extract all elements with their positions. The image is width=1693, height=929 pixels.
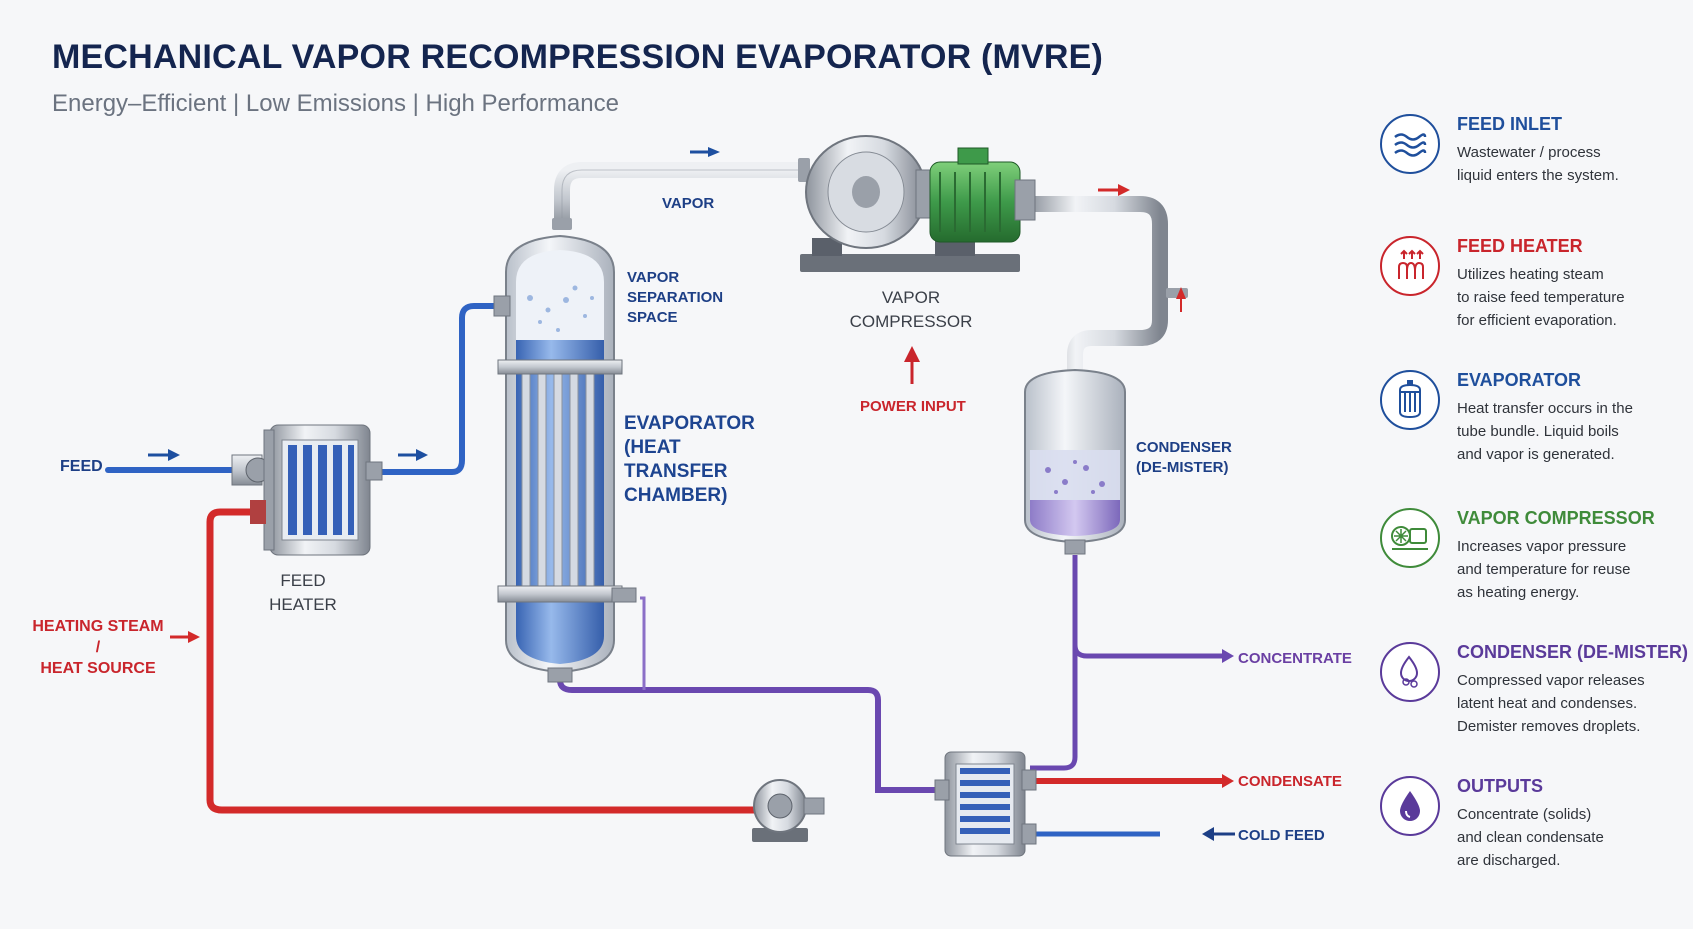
legend-title: EVAPORATOR <box>1457 370 1582 390</box>
power-input-label: POWER INPUT <box>860 398 966 415</box>
condenser-drain-pipe <box>1030 555 1078 771</box>
vapor-bubbles <box>527 285 594 332</box>
legend-title: FEED HEATER <box>1457 236 1583 256</box>
concentrate-arrow <box>1222 649 1234 663</box>
evaporator-side-line <box>640 596 646 690</box>
compressed-vapor-up-arrow <box>1176 287 1186 299</box>
page-title: MECHANICAL VAPOR RECOMPRESSION EVAPORATO… <box>52 38 1104 76</box>
feed-heater-label: FEED HEATER <box>269 571 337 614</box>
legend-title: FEED INLET <box>1457 114 1563 134</box>
heated-feed-pipe <box>372 303 500 475</box>
heating-steam-pipe <box>206 508 760 814</box>
evaporator-label: EVAPORATOR (HEAT TRANSFER CHAMBER) <box>624 413 755 506</box>
compressed-vapor-pipe <box>1030 196 1168 375</box>
vapor-arrow <box>708 147 720 157</box>
droplet-icon <box>1380 776 1440 836</box>
heater-icon <box>1380 236 1440 296</box>
legend-title: VAPOR COMPRESSOR <box>1457 508 1655 528</box>
condenser-droplets <box>1045 460 1105 494</box>
legend-desc: Increases vapor pressure and temperature… <box>1457 538 1631 601</box>
heat-exchanger <box>934 751 1037 857</box>
droplets-icon <box>1380 642 1440 702</box>
legend-title: OUTPUTS <box>1457 776 1544 796</box>
vapor-flange <box>798 158 810 182</box>
vapor-compressor <box>800 135 1036 272</box>
waves-icon <box>1380 114 1440 174</box>
condenser-vessel <box>1024 368 1126 555</box>
legend-desc: Heat transfer occurs in the tube bundle.… <box>1457 400 1633 463</box>
evaporator-vessel <box>493 234 637 683</box>
heating-steam-arrow <box>188 631 200 643</box>
evaporator-icon <box>1380 370 1440 430</box>
vapor-compressor-label: VAPOR COMPRESSOR <box>849 288 973 331</box>
heating-steam-label: HEATING STEAM / HEAT SOURCE <box>32 618 164 677</box>
concentrate-label: CONCENTRATE <box>1238 650 1352 667</box>
condenser-label: CONDENSER (DE-MISTER) <box>1136 439 1232 476</box>
feed-label: FEED <box>60 458 103 475</box>
condensate-arrow <box>1222 774 1234 788</box>
legend-desc: Utilizes heating steam to raise feed tem… <box>1457 266 1625 329</box>
feed-heater <box>231 424 383 556</box>
concentrate-output-pipe <box>1072 644 1225 659</box>
compressed-vapor-arrow <box>1118 184 1130 196</box>
cold-feed-label: COLD FEED <box>1238 827 1325 844</box>
legend-desc: Wastewater / process liquid enters the s… <box>1457 144 1619 184</box>
legend-desc: Compressed vapor releases latent heat an… <box>1457 672 1645 735</box>
condensate-label: CONDENSATE <box>1238 773 1342 790</box>
vapor-separation-label: VAPOR SEPARATION SPACE <box>627 269 724 326</box>
legend-desc: Concentrate (solids) and clean condensat… <box>1457 806 1604 869</box>
vapor-label: VAPOR <box>662 195 715 212</box>
cold-feed-arrow <box>1202 827 1214 841</box>
compressor-icon <box>1380 508 1440 568</box>
circulation-pump <box>752 779 825 842</box>
heated-feed-arrow <box>416 449 428 461</box>
evaporator-top-flange <box>552 218 572 230</box>
feed-arrow <box>168 449 180 461</box>
page-subtitle: Energy–Efficient | Low Emissions | High … <box>52 90 619 117</box>
concentrate-return-pipe <box>557 675 940 793</box>
legend-title: CONDENSER (DE-MISTER) <box>1457 642 1689 662</box>
